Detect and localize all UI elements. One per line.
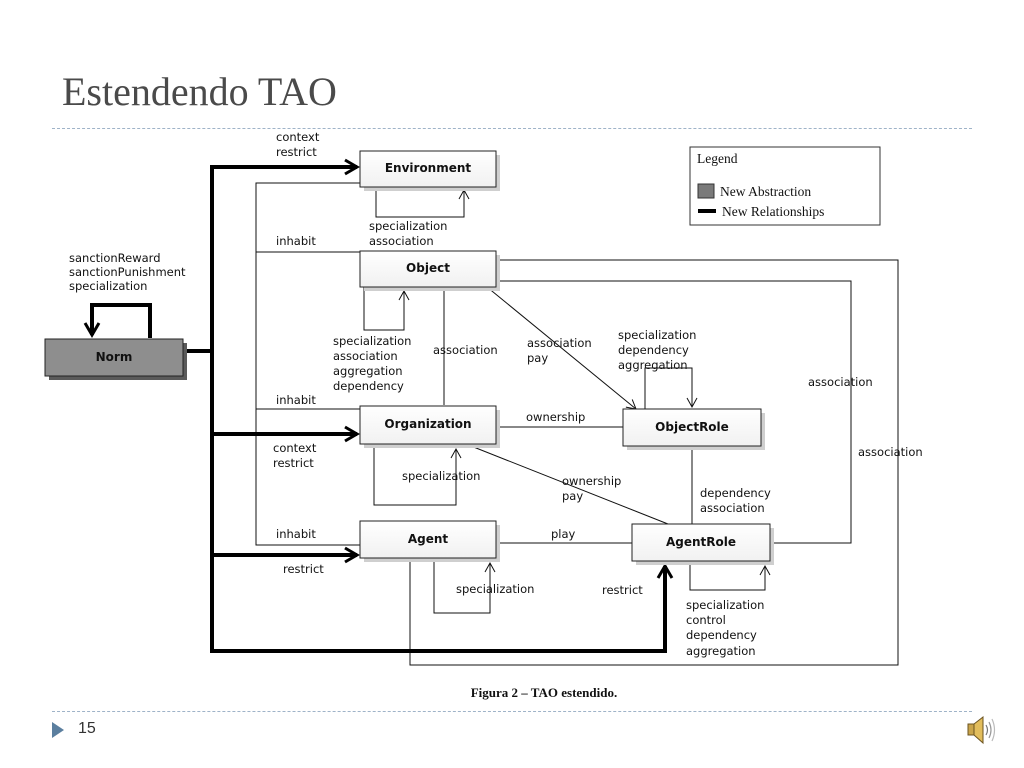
object-agent-assoc — [409, 259, 899, 666]
label-agentrole-self-3: dependency — [686, 628, 757, 642]
org-agentrole-line — [465, 443, 669, 525]
label-agentrole-self-2: control — [686, 613, 726, 627]
label-obj-self-3: aggregation — [333, 364, 403, 378]
label-agentrole-self-4: aggregation — [686, 644, 756, 658]
label-context-mid: context — [273, 441, 317, 455]
label-agentrole-self-1: specialization — [686, 598, 764, 612]
norm-label: Norm — [96, 350, 133, 364]
class-object: Object — [359, 250, 500, 291]
figure-caption: Figura 2 – TAO estendido. — [471, 685, 618, 700]
label-right-assoc-2: association — [858, 445, 923, 459]
label-context-top: context — [276, 130, 320, 144]
object-agentrole-assoc — [496, 280, 852, 544]
environment-label: Environment — [385, 161, 472, 175]
class-organization: Organization — [359, 405, 500, 448]
org-self-loop — [373, 444, 462, 506]
label-restrict-agent: restrict — [283, 562, 324, 576]
legend-new-abstraction: New Abstraction — [720, 184, 811, 199]
label-restrict-top: restrict — [276, 145, 317, 159]
label-obj-org-assoc: association — [433, 343, 498, 357]
objrole-self-loop — [644, 367, 698, 409]
label-objrole-agentrole-2: association — [700, 501, 765, 515]
label-norm-self-2: sanctionPunishment — [69, 265, 186, 279]
class-norm: Norm — [44, 338, 187, 380]
relationship-lines — [255, 182, 899, 666]
label-objrole-agentrole-1: dependency — [700, 486, 771, 500]
label-restrict-mid: restrict — [273, 456, 314, 470]
footer-divider — [52, 711, 972, 712]
title-divider — [52, 128, 972, 129]
label-org-self: specialization — [402, 469, 480, 483]
object-objectrole-line — [486, 286, 637, 410]
label-org-agentrole-2: pay — [562, 489, 583, 503]
label-objrole-self-1: specialization — [618, 328, 696, 342]
label-org-agentrole-1: ownership — [562, 474, 621, 488]
label-objrole-self-3: aggregation — [618, 358, 688, 372]
legend: Legend New Abstraction New Relationships — [689, 146, 881, 226]
label-env-self-1: specialization — [369, 219, 447, 233]
organization-label: Organization — [384, 417, 471, 431]
agent-label: Agent — [408, 532, 449, 546]
norm-self-loop — [83, 303, 152, 338]
label-inhabit-object: inhabit — [276, 234, 316, 248]
label-env-self-2: association — [369, 234, 434, 248]
speaker-icon[interactable] — [962, 713, 998, 747]
label-obj-self-2: association — [333, 349, 398, 363]
label-obj-objrole-1: association — [527, 336, 592, 350]
label-norm-self-1: sanctionReward — [69, 251, 161, 265]
object-label: Object — [406, 261, 450, 275]
label-restrict-agentrole: restrict — [602, 583, 643, 597]
label-agent-self: specialization — [456, 582, 534, 596]
label-obj-self-4: dependency — [333, 379, 404, 393]
label-ownership: ownership — [526, 410, 585, 424]
label-inhabit-agent: inhabit — [276, 527, 316, 541]
label-objrole-self-2: dependency — [618, 343, 689, 357]
agentrole-label: AgentRole — [666, 535, 736, 549]
label-obj-objrole-2: pay — [527, 351, 548, 365]
inhabit-environment-line — [255, 182, 360, 546]
label-inhabit-org: inhabit — [276, 393, 316, 407]
class-objectrole: ObjectRole — [622, 408, 765, 450]
agentrole-self-loop — [689, 562, 771, 591]
new-abstraction-swatch — [697, 183, 715, 199]
class-agentrole: AgentRole — [631, 523, 774, 565]
legend-new-relationships: New Relationships — [722, 204, 824, 219]
agent-self-loop — [433, 560, 496, 614]
slide-number: 15 — [78, 720, 96, 737]
obj-self-loop — [363, 287, 410, 331]
class-agent: Agent — [359, 520, 500, 562]
env-self-loop — [375, 186, 470, 218]
label-obj-self-1: specialization — [333, 334, 411, 348]
label-play: play — [551, 527, 576, 541]
footer-bullet-icon — [52, 722, 64, 738]
slide-title: Estendendo TAO — [62, 69, 337, 114]
relationship-labels: context restrict specialization associat… — [69, 130, 923, 658]
label-norm-self-3: specialization — [69, 279, 147, 293]
new-relationships — [83, 158, 674, 653]
label-right-assoc-1: association — [808, 375, 873, 389]
legend-title: Legend — [697, 151, 738, 166]
objectrole-label: ObjectRole — [655, 420, 729, 434]
class-environment: Environment — [359, 150, 500, 191]
